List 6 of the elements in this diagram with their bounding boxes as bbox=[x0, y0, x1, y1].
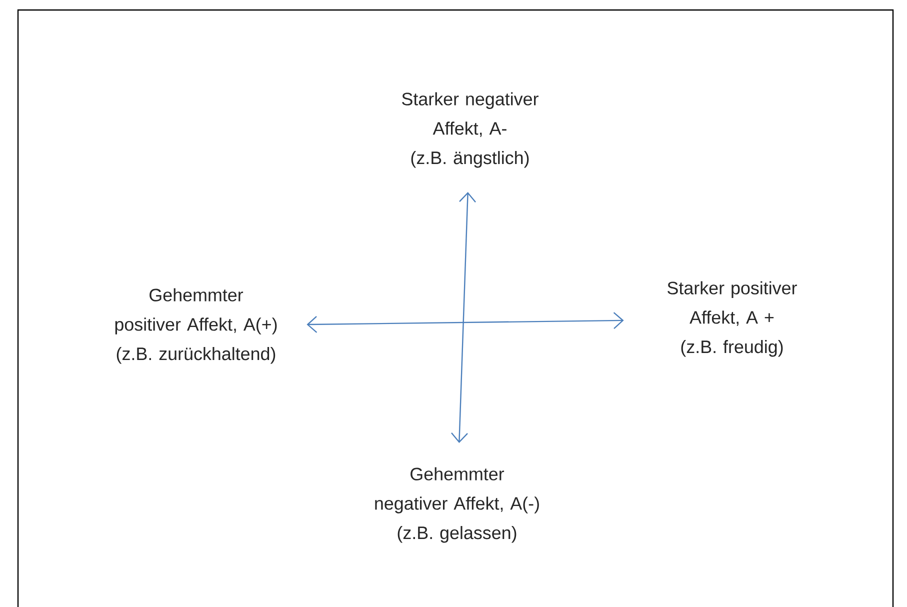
text-label: Starker positiver Affekt, A + (z.B. freudig) bbox=[668, 281, 797, 357]
text-label: Gehemmter positiver Affekt, A(+) (z.B. zurückhaltend) bbox=[115, 288, 277, 364]
double-arrow bbox=[306, 312, 624, 333]
double-arrow bbox=[451, 192, 476, 444]
text-label: Gehemmter negativer Affekt, A(-) (z.B. gelassen) bbox=[375, 467, 539, 543]
text-label: Starker negativer Affekt, A- (z.B. ängstlich) bbox=[402, 92, 538, 168]
